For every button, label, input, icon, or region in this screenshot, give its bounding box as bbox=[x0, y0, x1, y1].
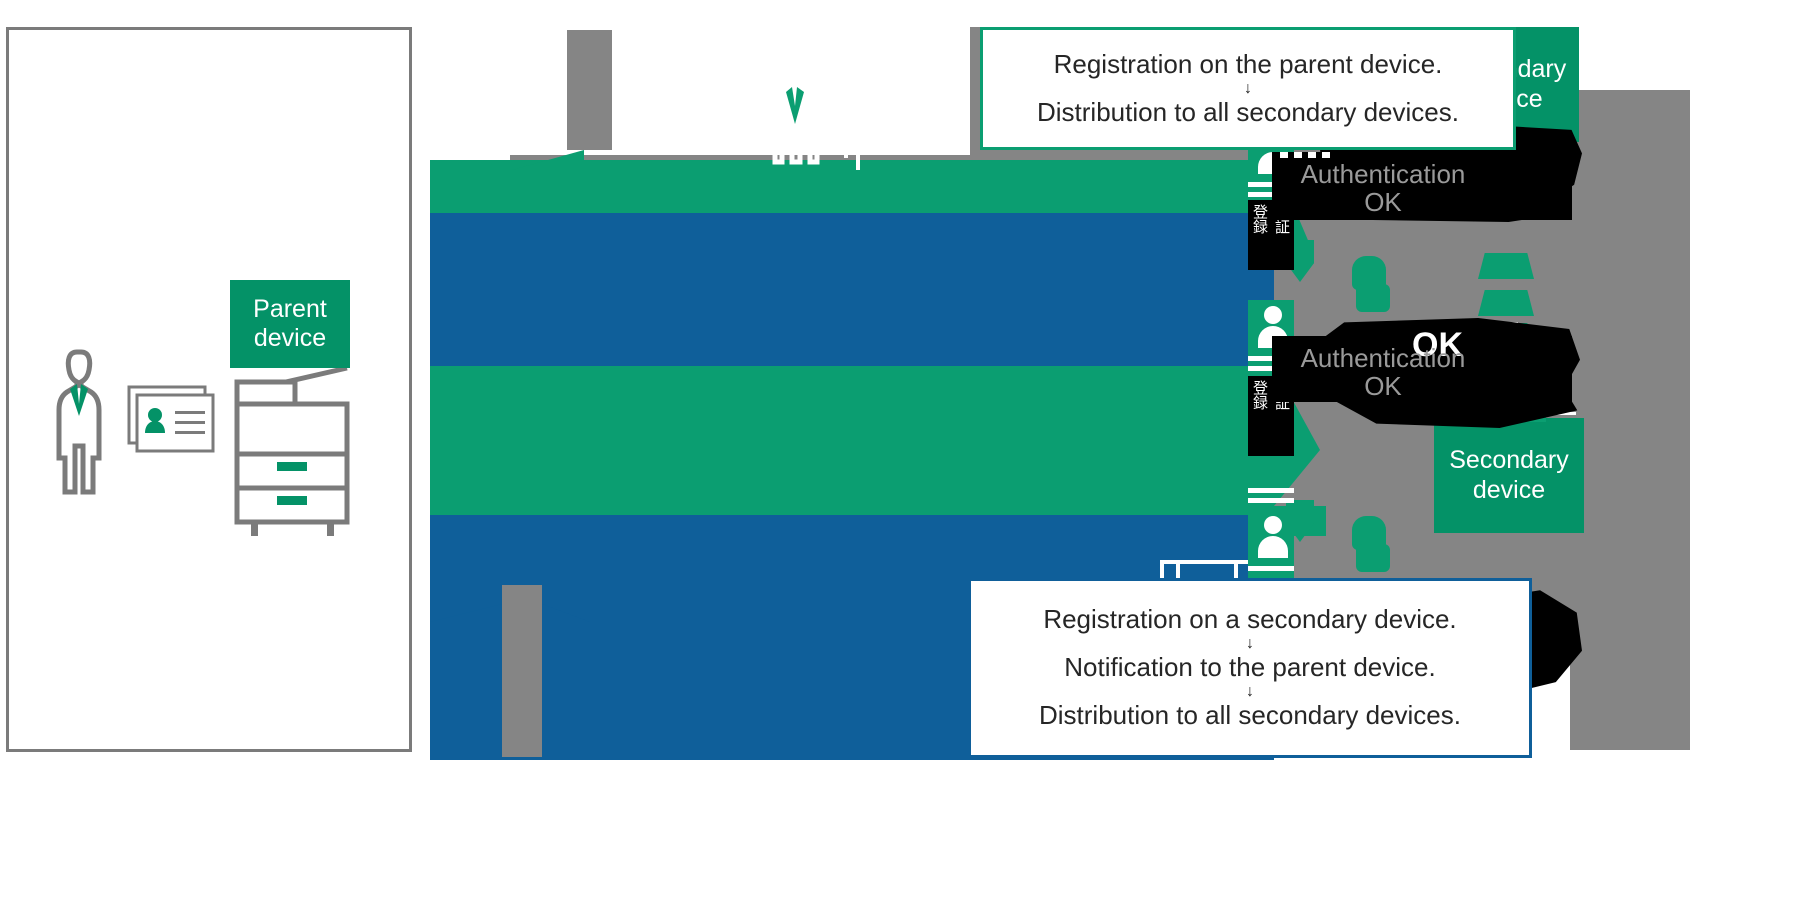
parent-device-badge: Parent device bbox=[230, 280, 350, 368]
glitch-blob-auth-2b bbox=[1272, 336, 1572, 402]
card-line-2a bbox=[1248, 356, 1294, 361]
green-shape-6 bbox=[1356, 284, 1390, 312]
avatar-head-3 bbox=[1264, 516, 1282, 534]
card-frame-2-top bbox=[856, 106, 940, 110]
secondary-device-badge-2-line1: Secondary bbox=[1449, 446, 1569, 474]
operator-person-icon bbox=[772, 56, 820, 165]
callout-top-arrow: ↓ bbox=[1244, 79, 1252, 97]
secondary-device-badge-2-line2: device bbox=[1472, 475, 1546, 504]
avatar-body-3 bbox=[1258, 536, 1288, 558]
auth-ok-label-2-line1: Authentication bbox=[1300, 343, 1466, 373]
card-line-2b bbox=[1248, 366, 1294, 371]
mfp-white-line-2 bbox=[1160, 560, 1256, 564]
parent-device-panel: Parent device bbox=[6, 27, 412, 752]
color-band-blue-middle bbox=[430, 213, 1274, 368]
gray-strip-right bbox=[1570, 90, 1690, 750]
callout-top-line-1: Registration on the parent device. bbox=[1053, 48, 1443, 79]
person-icon bbox=[56, 349, 102, 495]
parent-device-badge-line2: device bbox=[253, 324, 327, 352]
card-frame-2-left bbox=[856, 106, 860, 170]
callout-bottom: Registration on a secondary device. ↓ No… bbox=[968, 578, 1532, 758]
callout-bottom-arrow-2: ↓ bbox=[1246, 682, 1254, 700]
callout-top-line-2: Distribution to all secondary devices. bbox=[1037, 96, 1459, 127]
kanji-label-2: 登録 bbox=[1251, 380, 1268, 410]
network-scene: Secondary device Secondary device bbox=[412, 0, 1800, 900]
ok-overlay-label: OK bbox=[1412, 326, 1463, 364]
card-frame-1-left bbox=[844, 94, 848, 158]
auth-ok-label-2-line2: OK bbox=[1364, 371, 1402, 402]
card-line-1a bbox=[1248, 182, 1294, 187]
glitch-dot-3 bbox=[1308, 152, 1316, 158]
kanji-label-1: 登録 bbox=[1251, 204, 1268, 234]
card-line-3c bbox=[1248, 566, 1294, 571]
secondary-device-badge-2: Secondary device bbox=[1434, 418, 1584, 533]
auth-ok-label-1: Authentication OK bbox=[1278, 160, 1488, 216]
glitch-blob-auth-1b bbox=[1272, 152, 1572, 220]
glitch-dot-1 bbox=[1280, 152, 1288, 158]
id-cards-icon bbox=[127, 385, 215, 453]
callout-top-tail bbox=[567, 30, 612, 150]
glitch-dot-2 bbox=[1294, 152, 1302, 158]
callout-bottom-line-3: Distribution to all secondary devices. bbox=[1039, 699, 1461, 730]
card-line-1b bbox=[1248, 192, 1294, 197]
card-line-3a bbox=[1248, 498, 1294, 503]
callout-bottom-line-1: Registration on a secondary device. bbox=[1043, 604, 1457, 635]
glitch-dot-4 bbox=[1322, 152, 1330, 158]
auth-ok-label-1-line2: OK bbox=[1364, 187, 1402, 218]
multifunction-printer-icon bbox=[234, 365, 350, 536]
green-shape-9 bbox=[1356, 544, 1390, 572]
card-line-3b bbox=[1248, 488, 1294, 493]
green-tray-1 bbox=[1478, 253, 1534, 279]
callout-bottom-line-2: Notification to the parent device. bbox=[1064, 652, 1436, 683]
auth-ok-label-2: Authentication OK bbox=[1278, 344, 1488, 400]
auth-ok-label-1-line1: Authentication bbox=[1300, 159, 1466, 189]
callout-bottom-tail bbox=[502, 585, 542, 757]
callout-bottom-arrow-1: ↓ bbox=[1246, 635, 1254, 653]
parent-device-badge-line1: Parent bbox=[253, 294, 327, 323]
green-tray-2 bbox=[1478, 290, 1534, 316]
callout-top: Registration on the parent device. ↓ Dis… bbox=[980, 27, 1516, 150]
avatar-head-2 bbox=[1264, 306, 1282, 324]
card-frame-1-top bbox=[844, 94, 940, 98]
